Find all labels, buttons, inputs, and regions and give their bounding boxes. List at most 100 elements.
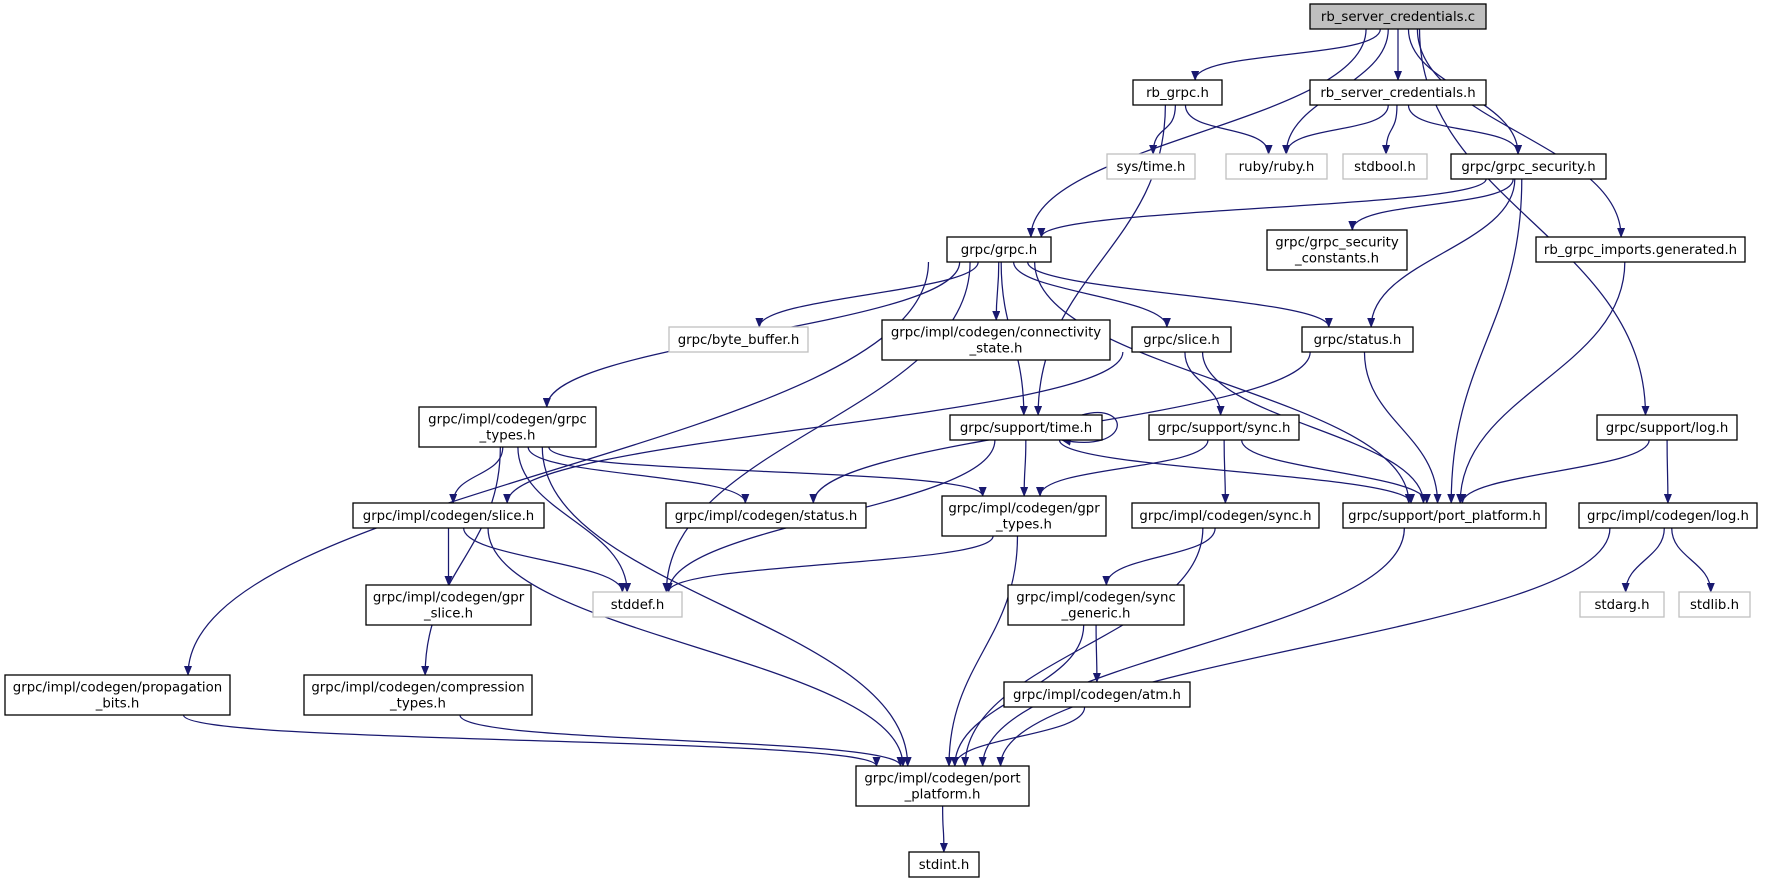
node-box[interactable] <box>1309 79 1487 106</box>
node-grpc-impl-codegen-log-h[interactable]: grpc/impl/codegen/log.h <box>1578 502 1758 529</box>
edge-grpc_types-to-stddef <box>517 446 632 593</box>
node-grpc-status-h[interactable]: grpc/status.h <box>1301 326 1414 353</box>
node-grpc-support-log-h[interactable]: grpc/support/log.h <box>1596 414 1738 441</box>
node-grpc-impl-codegen-port-platform-h[interactable]: grpc/impl/codegen/port_platform.h <box>855 765 1030 807</box>
node-box[interactable] <box>418 406 597 448</box>
node-label: grpc/support/port_platform.h <box>1348 509 1541 524</box>
node-label: grpc/impl/codegen/propagation <box>13 681 222 696</box>
node-stdint-h[interactable]: stdint.h <box>908 851 980 878</box>
node-box[interactable] <box>1342 153 1428 180</box>
node-grpc-grpc-security-constants-h[interactable]: grpc/grpc_security_constants.h <box>1266 229 1408 271</box>
node-stdarg-h[interactable]: stdarg.h <box>1579 591 1665 618</box>
node-box[interactable] <box>1342 502 1547 529</box>
node-box[interactable] <box>1266 229 1408 271</box>
node-stdlib-h[interactable]: stdlib.h <box>1678 591 1751 618</box>
edge-codegen_log-to-codegen_port <box>996 527 1611 767</box>
node-box[interactable] <box>665 502 867 529</box>
node-box[interactable] <box>352 502 545 529</box>
edge-grpc_h-to-byte_buffer <box>755 261 979 328</box>
node-box[interactable] <box>1148 414 1300 441</box>
node-box[interactable] <box>1131 502 1320 529</box>
node-grpc-grpc-security-h[interactable]: grpc/grpc_security.h <box>1450 153 1607 180</box>
node-label: grpc/impl/codegen/status.h <box>675 509 858 524</box>
node-box[interactable] <box>1579 591 1665 618</box>
node-grpc-impl-codegen-connectivity-state-h[interactable]: grpc/impl/codegen/connectivity_state.h <box>881 319 1111 361</box>
node-rb-grpc-imports-generated-h[interactable]: rb_grpc_imports.generated.h <box>1535 236 1746 263</box>
node-grpc-impl-codegen-slice-h[interactable]: grpc/impl/codegen/slice.h <box>352 502 545 529</box>
edge-grpc_security-to-status_h <box>1367 178 1516 328</box>
node-grpc-support-time-h[interactable]: grpc/support/time.h <box>949 414 1103 441</box>
node-box[interactable] <box>1106 153 1196 180</box>
node-box[interactable] <box>1225 153 1328 180</box>
node-grpc-impl-codegen-sync-h[interactable]: grpc/impl/codegen/sync.h <box>1131 502 1320 529</box>
node-grpc-impl-codegen-status-h[interactable]: grpc/impl/codegen/status.h <box>665 502 867 529</box>
node-grpc-impl-codegen-gpr-slice-h[interactable]: grpc/impl/codegen/gpr_slice.h <box>365 584 532 626</box>
node-grpc-support-port-platform-h[interactable]: grpc/support/port_platform.h <box>1342 502 1547 529</box>
edge-support_sync-to-codegen_sync <box>1221 439 1230 504</box>
node-grpc-grpc-h[interactable]: grpc/grpc.h <box>946 236 1052 263</box>
node-box[interactable] <box>908 851 980 878</box>
edge-grpc_h-to-propagation <box>184 261 930 676</box>
node-ruby-ruby-h[interactable]: ruby/ruby.h <box>1225 153 1328 180</box>
node-box[interactable] <box>855 765 1030 807</box>
node-box[interactable] <box>1535 236 1746 263</box>
node-rb-grpc-h[interactable]: rb_grpc.h <box>1132 79 1223 106</box>
edge-grpc_security-to-sec_constants <box>1348 178 1514 231</box>
node-label: stdbool.h <box>1354 160 1416 175</box>
node-grpc-support-sync-h[interactable]: grpc/support/sync.h <box>1148 414 1300 441</box>
node-box[interactable] <box>946 236 1052 263</box>
node-grpc-slice-h[interactable]: grpc/slice.h <box>1131 326 1232 353</box>
edge-grpc_types-to-codegen_port <box>541 446 912 767</box>
node-box[interactable] <box>1132 79 1223 106</box>
node-box[interactable] <box>1450 153 1607 180</box>
edge-support_port-to-codegen_port <box>978 527 1405 767</box>
node-box[interactable] <box>949 414 1103 441</box>
edges-layer <box>182 28 1715 853</box>
node-grpc-impl-codegen-gpr-types-h[interactable]: grpc/impl/codegen/gpr_types.h <box>941 495 1107 537</box>
node-box[interactable] <box>303 674 533 716</box>
node-stdbool-h[interactable]: stdbool.h <box>1342 153 1428 180</box>
node-grpc-impl-codegen-grpc-types-h[interactable]: grpc/impl/codegen/grpc_types.h <box>418 406 597 448</box>
node-stddef-h[interactable]: stddef.h <box>592 591 683 618</box>
edge-imports_gen-to-support_port <box>1456 261 1626 504</box>
node-box[interactable] <box>941 495 1107 537</box>
node-grpc-byte-buffer-h[interactable]: grpc/byte_buffer.h <box>668 326 809 353</box>
node-box[interactable] <box>1131 326 1232 353</box>
node-box[interactable] <box>668 326 809 353</box>
node-label: grpc/status.h <box>1314 333 1402 348</box>
node-label: grpc/impl/codegen/log.h <box>1587 509 1749 524</box>
node-box[interactable] <box>592 591 683 618</box>
node-grpc-impl-codegen-compression-types-h[interactable]: grpc/impl/codegen/compression_types.h <box>303 674 533 716</box>
node-box[interactable] <box>365 584 532 626</box>
node-label: rb_grpc_imports.generated.h <box>1544 243 1737 258</box>
node-box[interactable] <box>4 674 231 716</box>
edge-support_sync-to-gpr_types <box>1036 439 1209 497</box>
edge-grpc_h-to-status_h <box>1027 261 1333 328</box>
node-grpc-impl-codegen-sync-generic-h[interactable]: grpc/impl/codegen/sync_generic.h <box>1007 584 1185 626</box>
node-box[interactable] <box>1596 414 1738 441</box>
edge-codegen_sync-to-codegen_port <box>961 527 1204 767</box>
node-sys-time-h[interactable]: sys/time.h <box>1106 153 1196 180</box>
edge-grpc_types-to-codegen_slice <box>449 446 504 504</box>
node-label: grpc/impl/codegen/sync.h <box>1139 509 1311 524</box>
node-grpc-impl-codegen-propagation-bits-h[interactable]: grpc/impl/codegen/propagation_bits.h <box>4 674 231 716</box>
node-label: stdint.h <box>919 858 970 873</box>
node-box[interactable] <box>881 319 1111 361</box>
edge-root-to-imports_gen <box>1416 28 1626 238</box>
edge-status_h-to-support_port <box>1363 351 1442 504</box>
node-box[interactable] <box>1578 502 1758 529</box>
node-grpc-impl-codegen-atm-h[interactable]: grpc/impl/codegen/atm.h <box>1003 681 1191 708</box>
node-label: grpc/grpc_security <box>1275 236 1399 251</box>
edge-grpc_types-to-codegen_status <box>527 446 750 504</box>
node-box[interactable] <box>1007 584 1185 626</box>
node-box[interactable] <box>1678 591 1751 618</box>
node-rb-server-credentials-c[interactable]: rb_server_credentials.c <box>1309 3 1487 30</box>
node-box[interactable] <box>1309 3 1487 30</box>
node-rb-server-credentials-h[interactable]: rb_server_credentials.h <box>1309 79 1487 106</box>
node-label: _state.h <box>969 342 1023 357</box>
node-box[interactable] <box>1301 326 1414 353</box>
node-label: rb_server_credentials.h <box>1320 86 1475 101</box>
node-box[interactable] <box>1003 681 1191 708</box>
edge-support_log-to-support_port <box>1458 439 1650 504</box>
